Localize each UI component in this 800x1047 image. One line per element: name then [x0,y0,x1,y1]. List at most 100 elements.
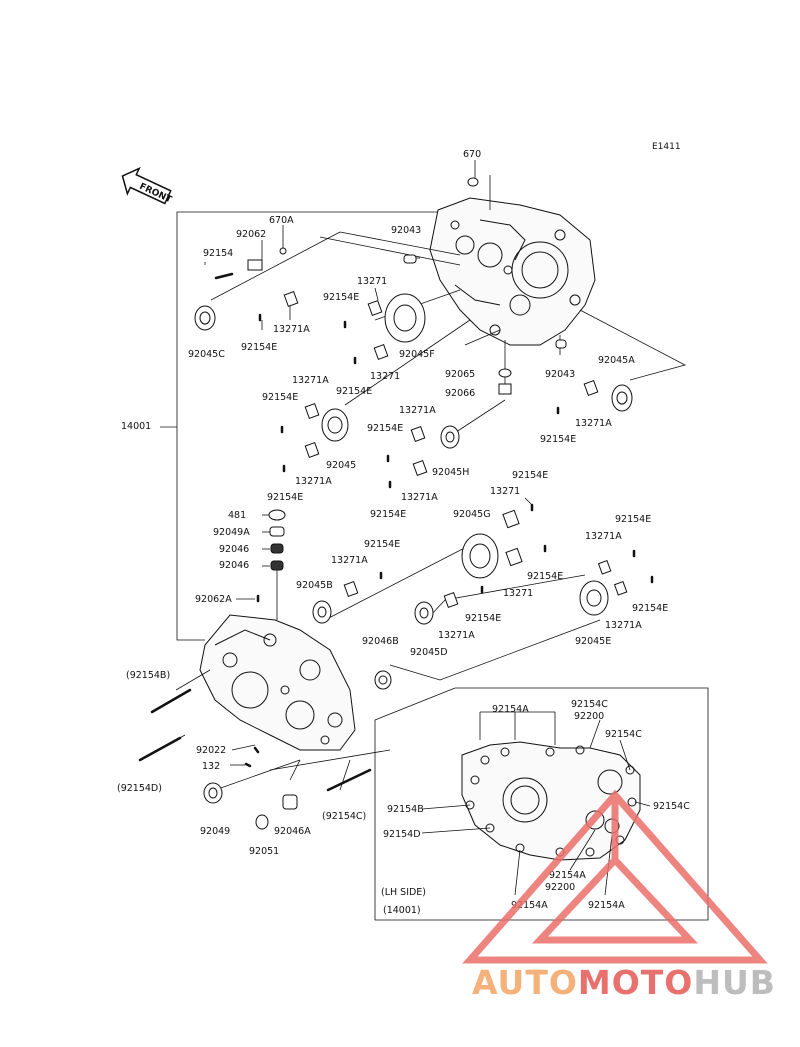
label-92045e: 92045E [575,636,612,647]
o-ring-670 [467,177,479,187]
plate-13271a-5 [412,460,428,476]
bushing-92046b [374,670,392,690]
bracket-92062 [247,259,263,271]
plate-13271a-2 [304,403,320,419]
right-crankcase-half [429,197,596,346]
label-92045a: 92045A [598,355,635,366]
label-92154e-n: 92154E [632,603,669,614]
inset-label-92154a-br: 92154A [588,900,625,911]
label-92046b: 92046B [362,636,399,647]
inset-label-92154c-top: 92154C [571,699,608,710]
assembly-bracket-14001 [176,211,470,641]
label-13271a-f: 13271A [401,492,438,503]
label-670: 670 [463,149,482,160]
label-14001: 14001 [121,421,152,432]
label-13271a-c: 13271A [292,375,329,386]
label-92045c: 92045C [188,349,225,360]
oil-seal-92045c [194,305,216,331]
seal-92049 [203,782,223,804]
label-92154e-f: 92154E [367,423,404,434]
label-92045b: 92045B [296,580,333,591]
label-92066: 92066 [445,388,476,399]
label-92045d: 92045D [410,647,448,658]
label-92049a: 92049A [213,527,250,538]
label-92062a: 92062A [195,594,232,605]
label-92154e-d: 92154E [540,434,577,445]
plate-13271a-9 [343,581,359,597]
seal-92049a [269,526,285,537]
label-92154e-a: 92154E [323,292,360,303]
inset-label-92200-top: 92200 [574,711,605,722]
bolt-92154c [326,768,372,792]
bushing-92046a [282,794,298,810]
bearing-92045d [414,601,434,625]
o-ring-670a [279,247,287,255]
label-13271a-e: 13271A [295,476,332,487]
bearing-92045f [384,293,426,343]
label-92045: 92045 [326,460,357,471]
label-13271a-d: 13271A [399,405,436,416]
plate-13271a-4 [410,426,426,442]
plug-92066 [498,383,512,395]
bearing-92045b [312,600,332,624]
label-92154e-e: 92154E [262,392,299,403]
label-92046-b: 92046 [219,560,250,571]
watermark-hub: HUB [693,963,776,1002]
label-92043-top: 92043 [391,225,422,236]
diagram-code: E1411 [652,142,681,152]
label-92154c: (92154C) [322,811,367,822]
label-92154b: (92154B) [126,670,171,681]
label-92154d: (92154D) [117,783,162,794]
plate-13271a-6 [583,380,599,396]
label-92154e-b: 92154E [241,342,278,353]
label-13271a-a: 13271A [273,324,310,335]
inset-label-14001: (14001) [383,905,421,916]
bolt-92154d [138,736,182,762]
label-92154e-g: 92154E [267,492,304,503]
label-92045f: 92045F [399,349,435,360]
label-92154e-h: 92154E [370,509,407,520]
label-92051: 92051 [249,846,280,857]
plate-13271a-10 [443,592,459,608]
watermark-text: AUTOMOTOHUB [472,963,776,1002]
plate-13271a-1 [283,291,299,307]
label-13271a-h: 13271A [585,531,622,542]
watermark-moto: MOTO [577,963,694,1002]
label-92022: 92022 [196,745,227,756]
o-ring-481 [268,509,286,521]
bearing-92045a [611,384,633,412]
label-13271a-i: 13271A [438,630,475,641]
label-92154e-m: 92154E [465,613,502,624]
label-13271a-g: 13271A [331,555,368,566]
label-92045g: 92045G [453,509,491,520]
watermark-triangle-logo [462,790,768,964]
plate-13271-4 [505,547,523,567]
left-crankcase-half [199,614,356,751]
bearing-92045h [440,425,460,449]
inset-label-92154c-right2: 92154C [653,801,690,812]
plate-13271a-3 [304,442,320,458]
dowel-92043-top [403,254,417,264]
bearing-92045g [461,533,499,579]
bearing-92045e [579,580,609,616]
label-92154e-j: 92154E [364,539,401,550]
inset-label-92200-mid: 92200 [545,882,576,893]
lh-side-inset-box [374,687,709,921]
label-92065: 92065 [445,369,476,380]
bolt-92154 [214,272,234,280]
label-132: 132 [202,761,221,772]
label-481: 481 [228,510,247,521]
plate-13271a-7 [597,559,612,575]
watermark-auto: AUTO [472,963,578,1002]
label-670a: 670A [269,215,294,226]
label-92154e-c: 92154E [336,386,373,397]
label-13271a-b: 13271A [575,418,612,429]
label-92154: 92154 [203,248,234,259]
label-13271-c: 13271 [490,486,521,497]
inset-label-92154a-mid: 92154A [549,870,586,881]
bushing-92046-1 [270,543,284,554]
inset-label-92154d: 92154D [383,829,421,840]
bolt-92154b [150,688,192,714]
label-92154e-l: 92154E [527,571,564,582]
label-92154e-i: 92154E [512,470,549,481]
